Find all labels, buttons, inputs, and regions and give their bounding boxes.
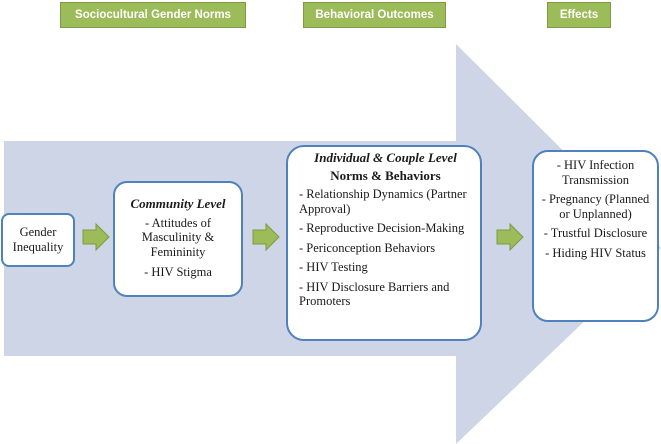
individual-item-hiv-disclosure: - HIV Disclosure Barriers and Promoters (299, 279, 450, 309)
effects-item-trustful-disclosure: - Trustful Disclosure (543, 226, 648, 240)
individual-level-subtitle: Norms & Behaviors (330, 167, 441, 183)
individual-item-reproductive-decision: - Reproductive Decision-Making (299, 221, 465, 235)
gender-inequality-box: Gender Inequality (1, 213, 75, 267)
connector-arrow-3 (496, 223, 524, 251)
connector-arrow-2 (252, 223, 280, 251)
community-level-box: Community Level - Attitudes of Masculini… (113, 181, 243, 297)
individual-item-relationship-dynamics: - Relationship Dynamics (Partner Approva… (299, 187, 467, 216)
header-behavioral-outcomes: Behavioral Outcomes (303, 2, 446, 28)
header-effects: Effects (547, 2, 611, 28)
individual-item-periconception: - Periconception Behaviors (299, 240, 436, 255)
individual-item-hiv-testing: - HIV Testing (299, 260, 368, 274)
community-item-hiv-stigma: - HIV Stigma (144, 265, 212, 279)
community-item-attitudes: - Attitudes of Masculinity & Femininity (141, 215, 215, 259)
effects-item-pregnancy: - Pregnancy (Planned or Unplanned) (541, 192, 650, 221)
community-level-title: Community Level (130, 196, 226, 211)
gender-inequality-text: Gender Inequality (12, 225, 64, 254)
effects-item-hiding-status: - Hiding HIV Status (545, 245, 646, 260)
individual-level-title: Individual & Couple Level (314, 150, 457, 165)
header-sociocultural-gender-norms: Sociocultural Gender Norms (60, 2, 246, 28)
connector-arrow-1 (82, 223, 110, 251)
individual-couple-level-box: Individual & Couple Level Norms & Behavi… (286, 145, 482, 341)
effects-box: - HIV Infection Transmission - Pregnancy… (532, 150, 659, 322)
effects-item-hiv-transmission: - HIV Infection Transmission (556, 158, 635, 187)
